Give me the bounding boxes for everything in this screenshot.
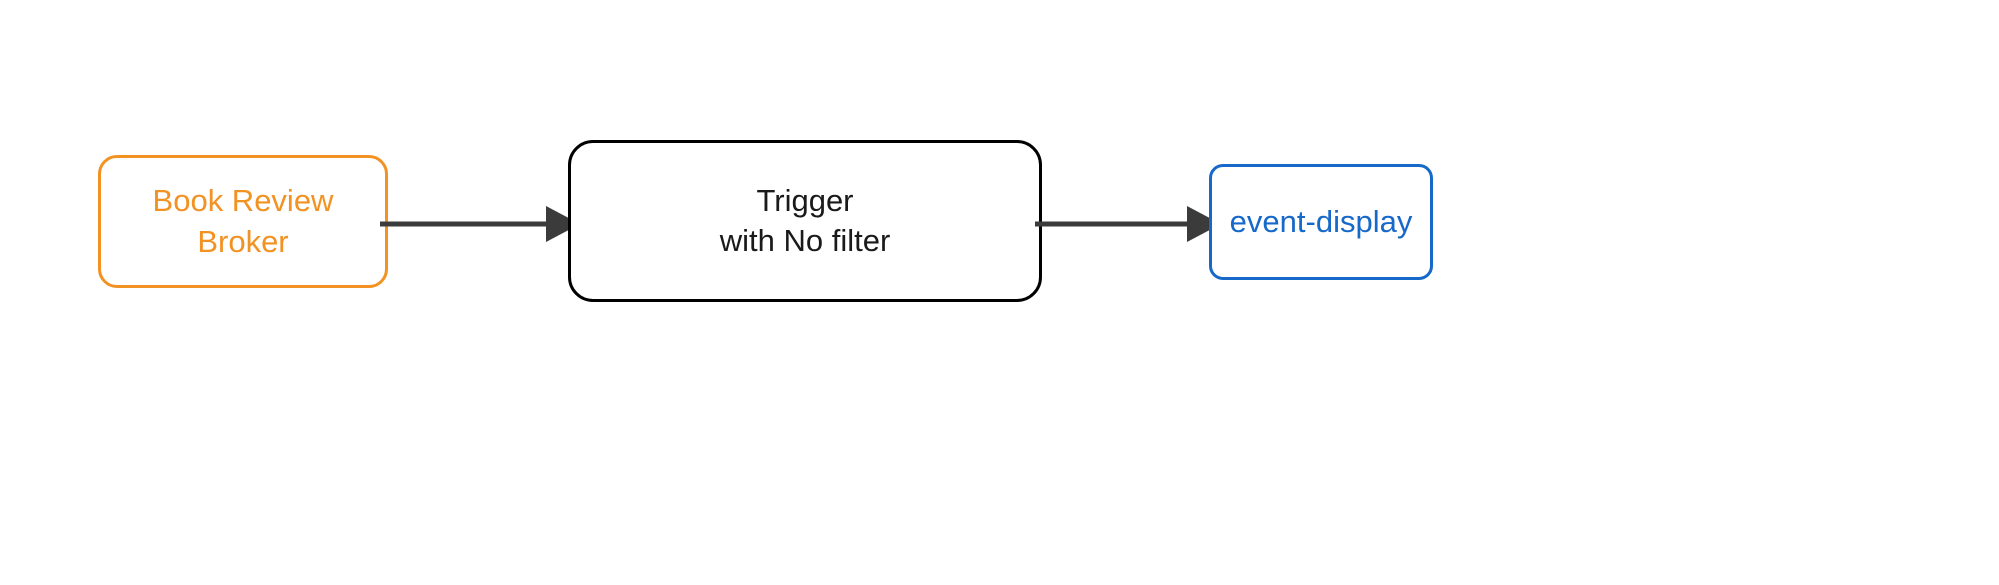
node-book-review-broker[interactable]: Book Review Broker	[98, 155, 388, 288]
node-event-display[interactable]: event-display	[1209, 164, 1433, 280]
node-sink-label: event-display	[1229, 203, 1413, 239]
node-trigger-with-no-filter[interactable]: Trigger with No filter	[568, 140, 1042, 302]
node-broker-label: Book Review Broker	[152, 183, 334, 259]
edge-trigger-to-sink-arrow	[1035, 206, 1221, 242]
edge-trigger-to-sink	[1035, 196, 1221, 252]
node-trigger-label: Trigger with No filter	[719, 182, 891, 258]
edge-broker-to-trigger	[380, 196, 580, 252]
edge-broker-to-trigger-arrow	[380, 206, 580, 242]
